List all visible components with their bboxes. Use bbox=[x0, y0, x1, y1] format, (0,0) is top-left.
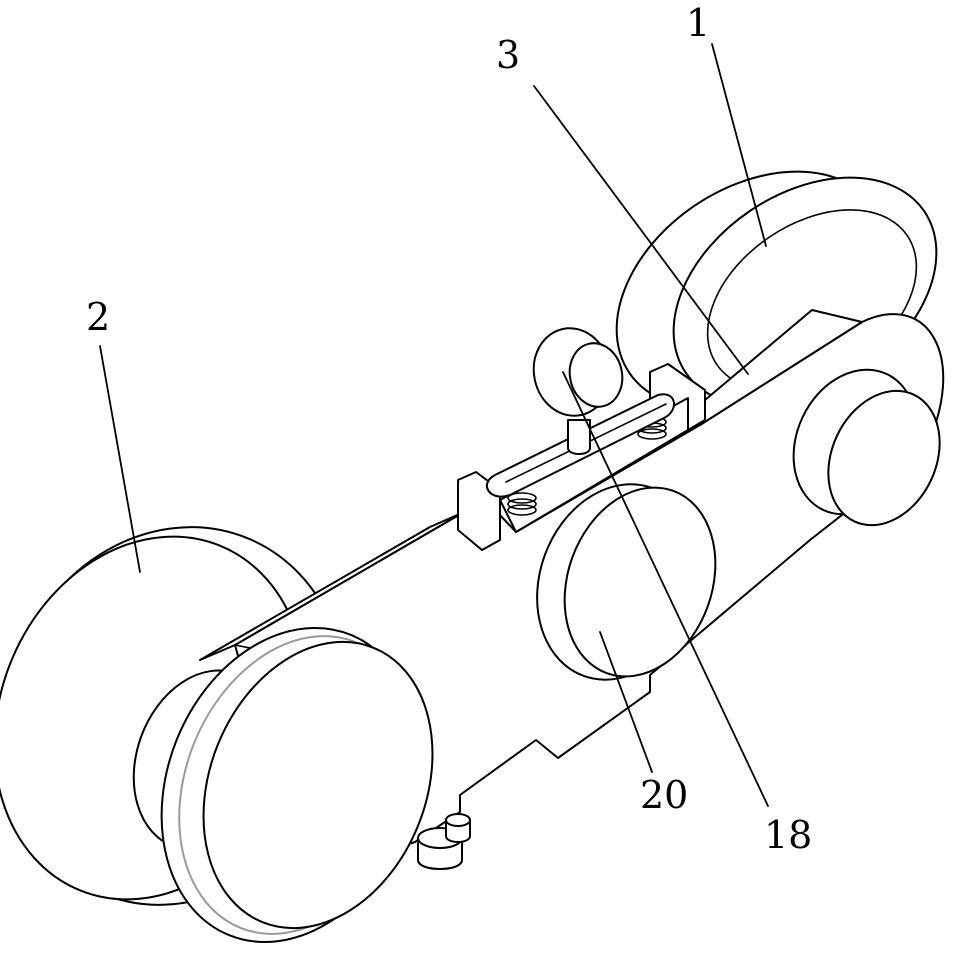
label-2: 2 bbox=[86, 295, 110, 339]
label-20: 20 bbox=[640, 773, 688, 817]
label-18: 18 bbox=[764, 813, 812, 857]
handle-post bbox=[568, 420, 590, 454]
leader-2 bbox=[100, 346, 140, 572]
label-1: 1 bbox=[686, 1, 710, 45]
bolt-shaft-top bbox=[446, 814, 470, 826]
label-3: 3 bbox=[496, 33, 520, 77]
